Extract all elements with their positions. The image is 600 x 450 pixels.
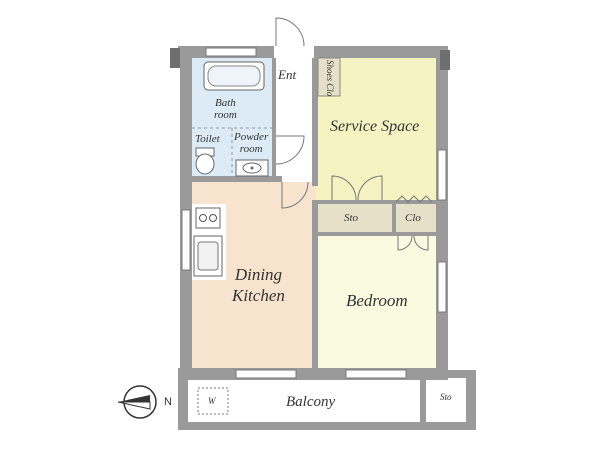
kitchen-sink-icon [193, 235, 223, 277]
closet [396, 204, 436, 234]
bedroom-room [318, 236, 436, 368]
compass-icon [117, 385, 157, 419]
shoes-closet-label: Shoes Clo [325, 60, 335, 97]
toilet-label: Toilet [195, 133, 220, 145]
washer-label: W [208, 396, 216, 406]
sink-icon [235, 159, 269, 177]
shoes-closet [317, 57, 341, 97]
powder-room-label: Powder room [234, 131, 269, 156]
service-space-label: Service Space [330, 118, 420, 135]
balcony-area [188, 382, 424, 422]
bath-room-label: Bath room [214, 97, 237, 122]
bathtub-icon [203, 61, 265, 91]
door-swing-icon [275, 17, 309, 209]
toilet-icon [195, 147, 215, 175]
bedroom-label: Bedroom [346, 291, 408, 310]
balcony-label: Balcony [286, 394, 336, 410]
storage-balcony [426, 378, 470, 422]
storage-upper [318, 204, 394, 234]
compass-north-label: N [164, 396, 172, 408]
stove-icon [195, 207, 221, 229]
storage-balcony-label: Sto [440, 392, 452, 402]
storage-upper-label: Sto [344, 212, 359, 224]
dining-kitchen-label: Dining Kitchen [232, 265, 285, 306]
entrance-label: Ent [278, 67, 297, 82]
windows [181, 47, 447, 379]
closet-label: Clo [405, 212, 421, 224]
door-swing-icon [331, 175, 429, 251]
